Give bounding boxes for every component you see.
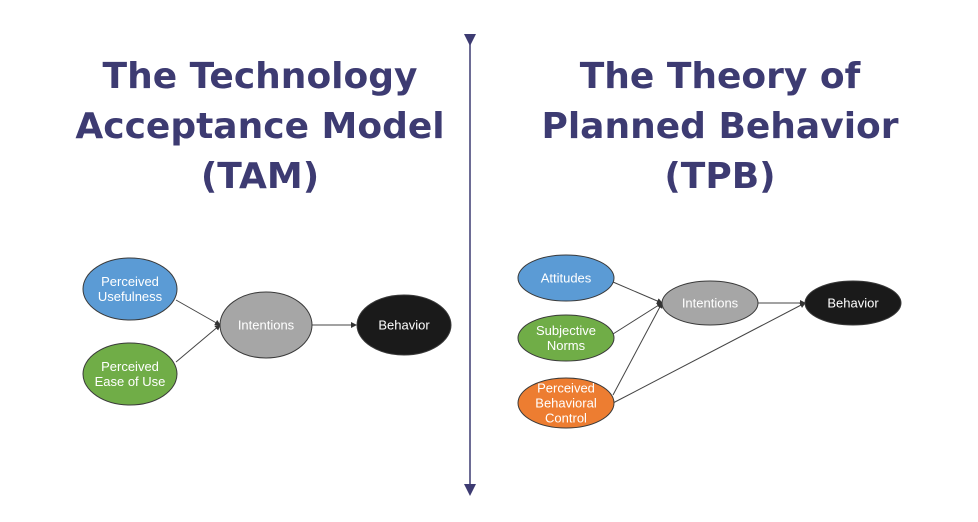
tam-title-line: Acceptance Model xyxy=(75,106,445,147)
node-label: Perceived xyxy=(101,359,159,374)
node-label: Subjective xyxy=(536,323,596,338)
node-label: Intentions xyxy=(682,296,739,311)
node-label: Perceived xyxy=(537,381,595,396)
ellipse-shape xyxy=(82,257,178,321)
tpb-title-line: Planned Behavior xyxy=(541,106,899,147)
tpb-edge-arrow xyxy=(612,281,663,304)
ellipse-shape xyxy=(356,294,452,356)
tpb-edge-arrow xyxy=(612,302,663,396)
node-label: Behavioral xyxy=(535,396,597,411)
node-label: Usefulness xyxy=(98,289,163,304)
tam-node-behavior: Behavior xyxy=(356,294,452,356)
tpb-edge-arrow xyxy=(612,302,663,335)
tpb-node-behavior: Behavior xyxy=(804,280,902,326)
ellipse-shape xyxy=(661,280,759,326)
ellipse-shape xyxy=(517,314,615,362)
node-label: Attitudes xyxy=(541,271,592,286)
ellipse-shape xyxy=(219,291,313,359)
node-label: Perceived xyxy=(101,274,159,289)
node-label: Behavior xyxy=(827,296,879,311)
tpb-edge-arrow xyxy=(612,302,806,404)
ellipse-shape xyxy=(517,254,615,302)
tpb-node-intentions: Intentions xyxy=(661,280,759,326)
tam-edge-arrow xyxy=(175,299,221,326)
tpb-node-attitudes: Attitudes xyxy=(517,254,615,302)
node-label: Norms xyxy=(547,338,586,353)
tam-node-intentions: Intentions xyxy=(219,291,313,359)
node-label: Ease of Use xyxy=(95,374,166,389)
tpb-title: The Theory of Planned Behavior (TPB) xyxy=(510,52,930,202)
tam-title: The Technology Acceptance Model (TAM) xyxy=(50,52,470,202)
tam-title-line: The Technology xyxy=(102,56,418,97)
tam-title-line: (TAM) xyxy=(200,156,320,197)
node-label: Intentions xyxy=(238,318,295,333)
tpb-title-line: The Theory of xyxy=(579,56,861,97)
tpb-title-line: (TPB) xyxy=(664,156,776,197)
node-label: Control xyxy=(545,411,587,426)
ellipse-shape xyxy=(804,280,902,326)
tam-edge-arrow xyxy=(175,324,221,363)
ellipse-shape xyxy=(82,342,178,406)
node-label: Behavior xyxy=(378,318,430,333)
ellipse-shape xyxy=(517,377,615,429)
